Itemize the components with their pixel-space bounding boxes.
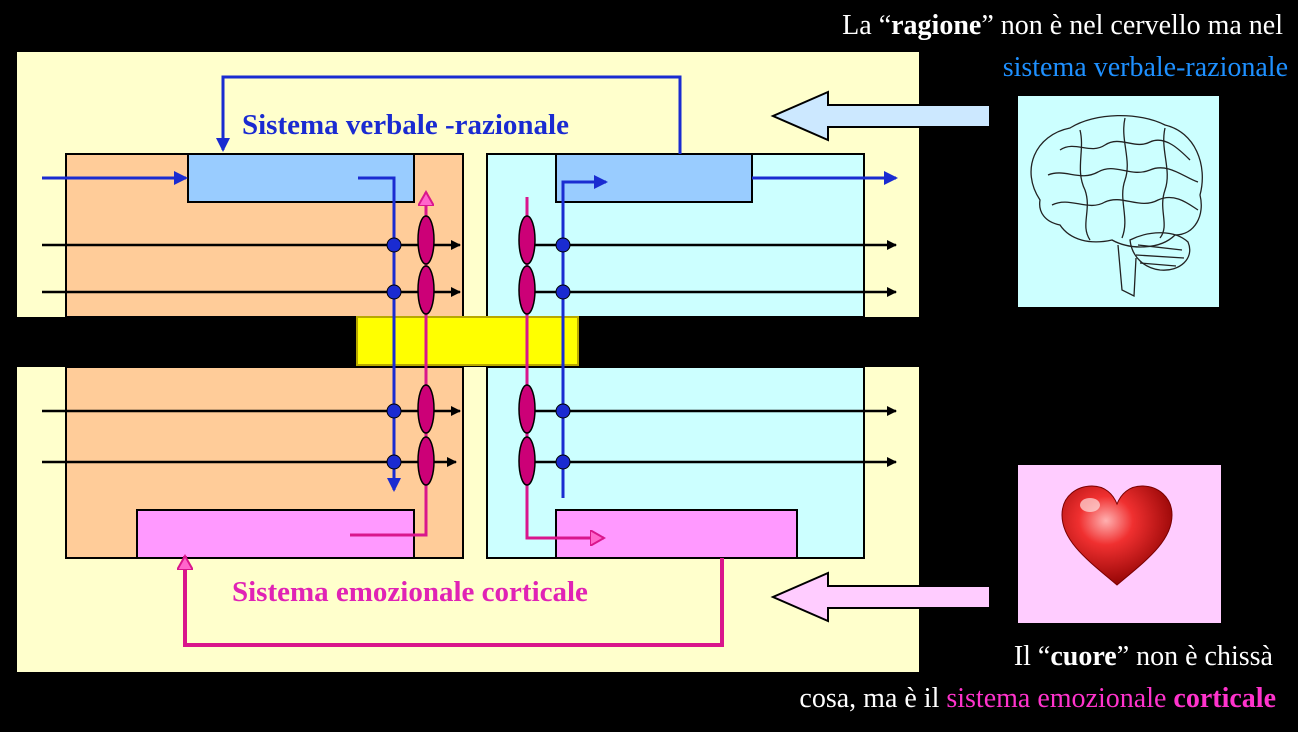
verbal-descending-arrow [358,176,401,492]
verbal-loop-arrow [216,75,682,154]
top-caption-line1: La “ragione” non è nel cervello ma nel [842,10,1283,42]
synapse-lenses [417,215,536,486]
emotional-loop-arrow [185,556,724,647]
verbal-ascending-arrow [561,175,608,498]
top-caption-suffix: ” non è nel cervello ma nel [981,10,1283,41]
synapse-dots [386,237,571,470]
heart-pointer-arrow [770,571,991,623]
bottom-caption-pink: sistema emozionale [946,683,1174,714]
top-caption-bold: ragione [891,10,982,41]
verbal-box-right [555,153,753,203]
emotional-box-right [555,509,798,559]
bottom-caption-line1: Il “cuore” non è chissà [1014,641,1273,673]
corpus-callosum [356,316,579,366]
bottom-caption-suffix: ” non è chissà [1116,641,1273,672]
emotional-system-label: Sistema emozionale corticale [232,576,588,608]
verbal-system-label: Sistema verbale -razionale [242,109,569,141]
top-caption-line2: sistema verbale-razionale [1002,52,1288,83]
brain-card [1018,96,1219,307]
bottom-caption-prefix: Il “ [1013,641,1051,672]
bottom-caption-line2: cosa, ma è il sistema emozionale cortica… [799,683,1276,715]
brain-pointer-arrow [770,90,991,142]
bottom-caption-pink-bold: corticale [1173,683,1276,714]
brain-icon [1030,114,1203,298]
top-caption-prefix: La “ [842,10,892,41]
bottom-caption-line2-prefix: cosa, ma è il [799,683,947,714]
bottom-caption-bold: cuore [1050,641,1117,672]
